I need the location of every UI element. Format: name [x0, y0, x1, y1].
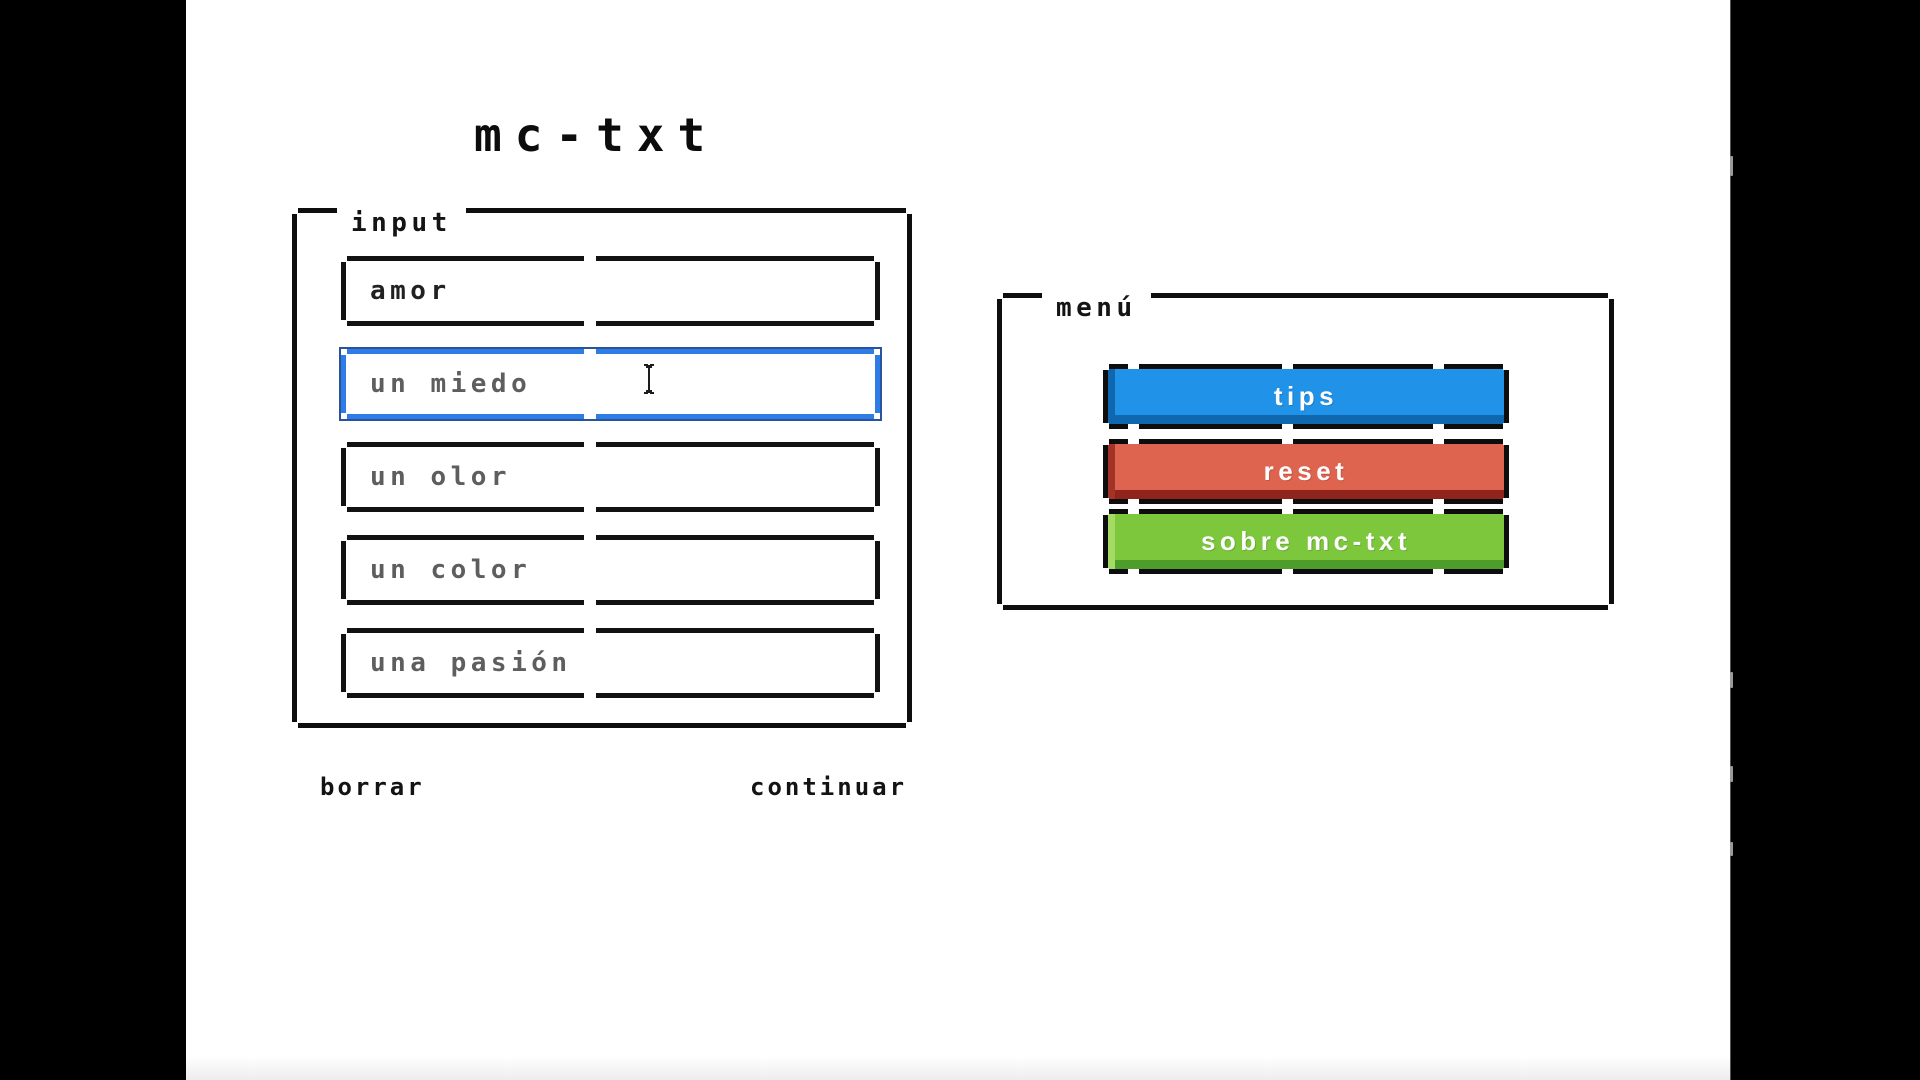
border-notch: [1433, 424, 1444, 429]
border-notch: [1282, 509, 1293, 514]
border-notch: [584, 349, 596, 354]
reset-button-label: reset: [1263, 456, 1349, 486]
i-beam-cursor-icon: [642, 364, 656, 394]
letterbox-left: [0, 0, 186, 1080]
border-notch: [1433, 569, 1444, 574]
border-notch: [1282, 439, 1293, 444]
amor-field: [341, 256, 880, 326]
border-notch: [1128, 364, 1139, 369]
bottom-fade: [186, 1056, 1730, 1080]
border-notch: [584, 535, 596, 540]
tips-button[interactable]: tips: [1103, 364, 1509, 429]
border-notch: [1433, 364, 1444, 369]
color-field: [341, 535, 880, 605]
input-panel-legend: input: [337, 208, 466, 238]
border-notch: [1128, 424, 1139, 429]
border-notch: [584, 321, 596, 326]
border-notch: [1433, 499, 1444, 504]
miedo-field: [341, 349, 880, 419]
border-notch: [1128, 499, 1139, 504]
scrollbar-mark: [1730, 766, 1733, 782]
border-notch: [584, 442, 596, 447]
pasion-input[interactable]: [341, 628, 880, 698]
scrollbar-mark: [1730, 672, 1733, 688]
tips-button-label: tips: [1273, 381, 1339, 411]
olor-input[interactable]: [341, 442, 880, 512]
border-notch: [1282, 424, 1293, 429]
scrollbar-mark: [1730, 842, 1733, 856]
input-panel: input: [292, 208, 912, 728]
border-notch: [584, 693, 596, 698]
border-notch: [1433, 509, 1444, 514]
border-notch: [584, 256, 596, 261]
miedo-input[interactable]: [341, 349, 880, 419]
about-mc-txt-button[interactable]: sobre mc-txt: [1103, 509, 1509, 574]
border-notch: [1128, 569, 1139, 574]
reset-button[interactable]: reset: [1103, 439, 1509, 504]
border-notch: [1128, 509, 1139, 514]
border-notch: [1282, 499, 1293, 504]
border-notch: [1282, 364, 1293, 369]
scrollbar-mark: [1730, 156, 1733, 176]
border-notch: [1433, 439, 1444, 444]
border-notch: [584, 414, 596, 419]
border-notch: [1128, 439, 1139, 444]
pasion-field: [341, 628, 880, 698]
border-notch: [584, 628, 596, 633]
scrollbar-track-line: [1730, 0, 1731, 1080]
letterbox-right: [1730, 0, 1920, 1080]
border-notch: [584, 507, 596, 512]
continuar-button[interactable]: continuar: [750, 773, 908, 801]
border-notch: [1282, 569, 1293, 574]
menu-panel-legend: menú: [1042, 293, 1151, 323]
amor-input[interactable]: [341, 256, 880, 326]
color-input[interactable]: [341, 535, 880, 605]
olor-field: [341, 442, 880, 512]
about-mc-txt-button-label: sobre mc-txt: [1200, 526, 1412, 556]
menu-panel: menú tips reset sobre mc-txt: [997, 293, 1614, 610]
borrar-button[interactable]: borrar: [320, 773, 425, 801]
border-notch: [584, 600, 596, 605]
page-title: mc-txt: [474, 108, 719, 162]
